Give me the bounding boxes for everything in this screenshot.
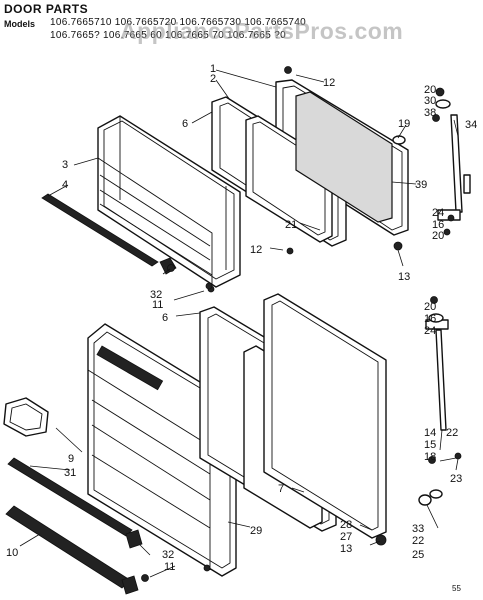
freezer-breaker-strip bbox=[245, 115, 333, 243]
callout-11-lower: 11 bbox=[164, 561, 175, 573]
callout-13-lower: 13 bbox=[340, 543, 352, 555]
callout-12-upper: 12 bbox=[323, 77, 335, 89]
callout-18: 18 bbox=[424, 451, 436, 463]
callout-29: 29 bbox=[250, 525, 262, 537]
page-title: DOOR PARTS bbox=[4, 2, 89, 16]
lower-hardware bbox=[141, 282, 462, 582]
callout-13-upper: 13 bbox=[398, 271, 410, 283]
callout-23: 23 bbox=[450, 473, 462, 485]
callout-2: 2 bbox=[210, 73, 216, 85]
callout-1: 1 bbox=[210, 63, 216, 75]
callout-28: 28 bbox=[340, 519, 352, 531]
freezer-door-liner bbox=[97, 115, 241, 288]
callout-25: 25 bbox=[412, 549, 424, 561]
callout-27: 27 bbox=[340, 531, 352, 543]
leader-lines bbox=[19, 69, 459, 578]
callout-31: 31 bbox=[64, 467, 76, 479]
callout-16-upper: 16 bbox=[432, 219, 444, 231]
callout-16-lower: 16 bbox=[424, 313, 436, 325]
callout-6-upper: 6 bbox=[182, 118, 188, 130]
callout-11-upper: 11 bbox=[152, 299, 163, 311]
callout-24-upper: 24 bbox=[432, 207, 444, 219]
callout-6-lower: 6 bbox=[162, 312, 168, 324]
callout-10: 10 bbox=[6, 547, 18, 559]
callout-32-lower: 32 bbox=[162, 549, 174, 561]
callout-21: 21 bbox=[285, 219, 297, 231]
callout-22-upper: 22 bbox=[446, 427, 458, 439]
callout-30: 30 bbox=[424, 95, 436, 107]
models-line-1: 106.7665710 106.7665720 106.7665730 106.… bbox=[50, 17, 307, 28]
watermark-text: AppliancePartsPros.com bbox=[120, 18, 404, 44]
callout-22-lower: 22 bbox=[412, 535, 424, 547]
callout-4: 4 bbox=[62, 179, 68, 191]
upper-hardware bbox=[167, 66, 455, 293]
callout-24-lower: 24 bbox=[424, 325, 436, 337]
callout-33: 33 bbox=[412, 523, 424, 535]
callout-39: 39 bbox=[415, 179, 427, 191]
models-line-2: 106.7665? 106.7665 60 106.7665 70 106.76… bbox=[50, 30, 286, 41]
fresh-food-door-liner bbox=[87, 323, 237, 577]
callout-38: 38 bbox=[424, 107, 436, 119]
callout-19: 19 bbox=[398, 118, 410, 130]
callout-9: 9 bbox=[68, 453, 74, 465]
page-number: 55 bbox=[452, 584, 461, 593]
callout-34: 34 bbox=[465, 119, 477, 131]
upper-hinge-rod bbox=[437, 114, 471, 221]
fresh-food-door-panel bbox=[263, 293, 387, 539]
callout-20-upper: 20 bbox=[424, 84, 436, 96]
butter-door bbox=[3, 397, 49, 437]
callout-numbers: 1 2 3 4 6 12 20 30 38 19 34 39 21 24 16 … bbox=[6, 63, 477, 573]
callout-7: 7 bbox=[278, 483, 284, 495]
freezer-door-insulation bbox=[295, 91, 393, 223]
callout-20-mid: 20 bbox=[432, 230, 444, 242]
callout-32-upper: 32 bbox=[150, 289, 162, 301]
callout-20-lower: 20 bbox=[424, 301, 436, 313]
fresh-food-handle-trims bbox=[5, 457, 143, 595]
models-label: Models bbox=[4, 19, 36, 29]
callout-15: 15 bbox=[424, 439, 436, 451]
callout-14: 14 bbox=[424, 427, 436, 439]
callout-12-lower: 12 bbox=[250, 244, 262, 256]
callout-3: 3 bbox=[62, 159, 68, 171]
